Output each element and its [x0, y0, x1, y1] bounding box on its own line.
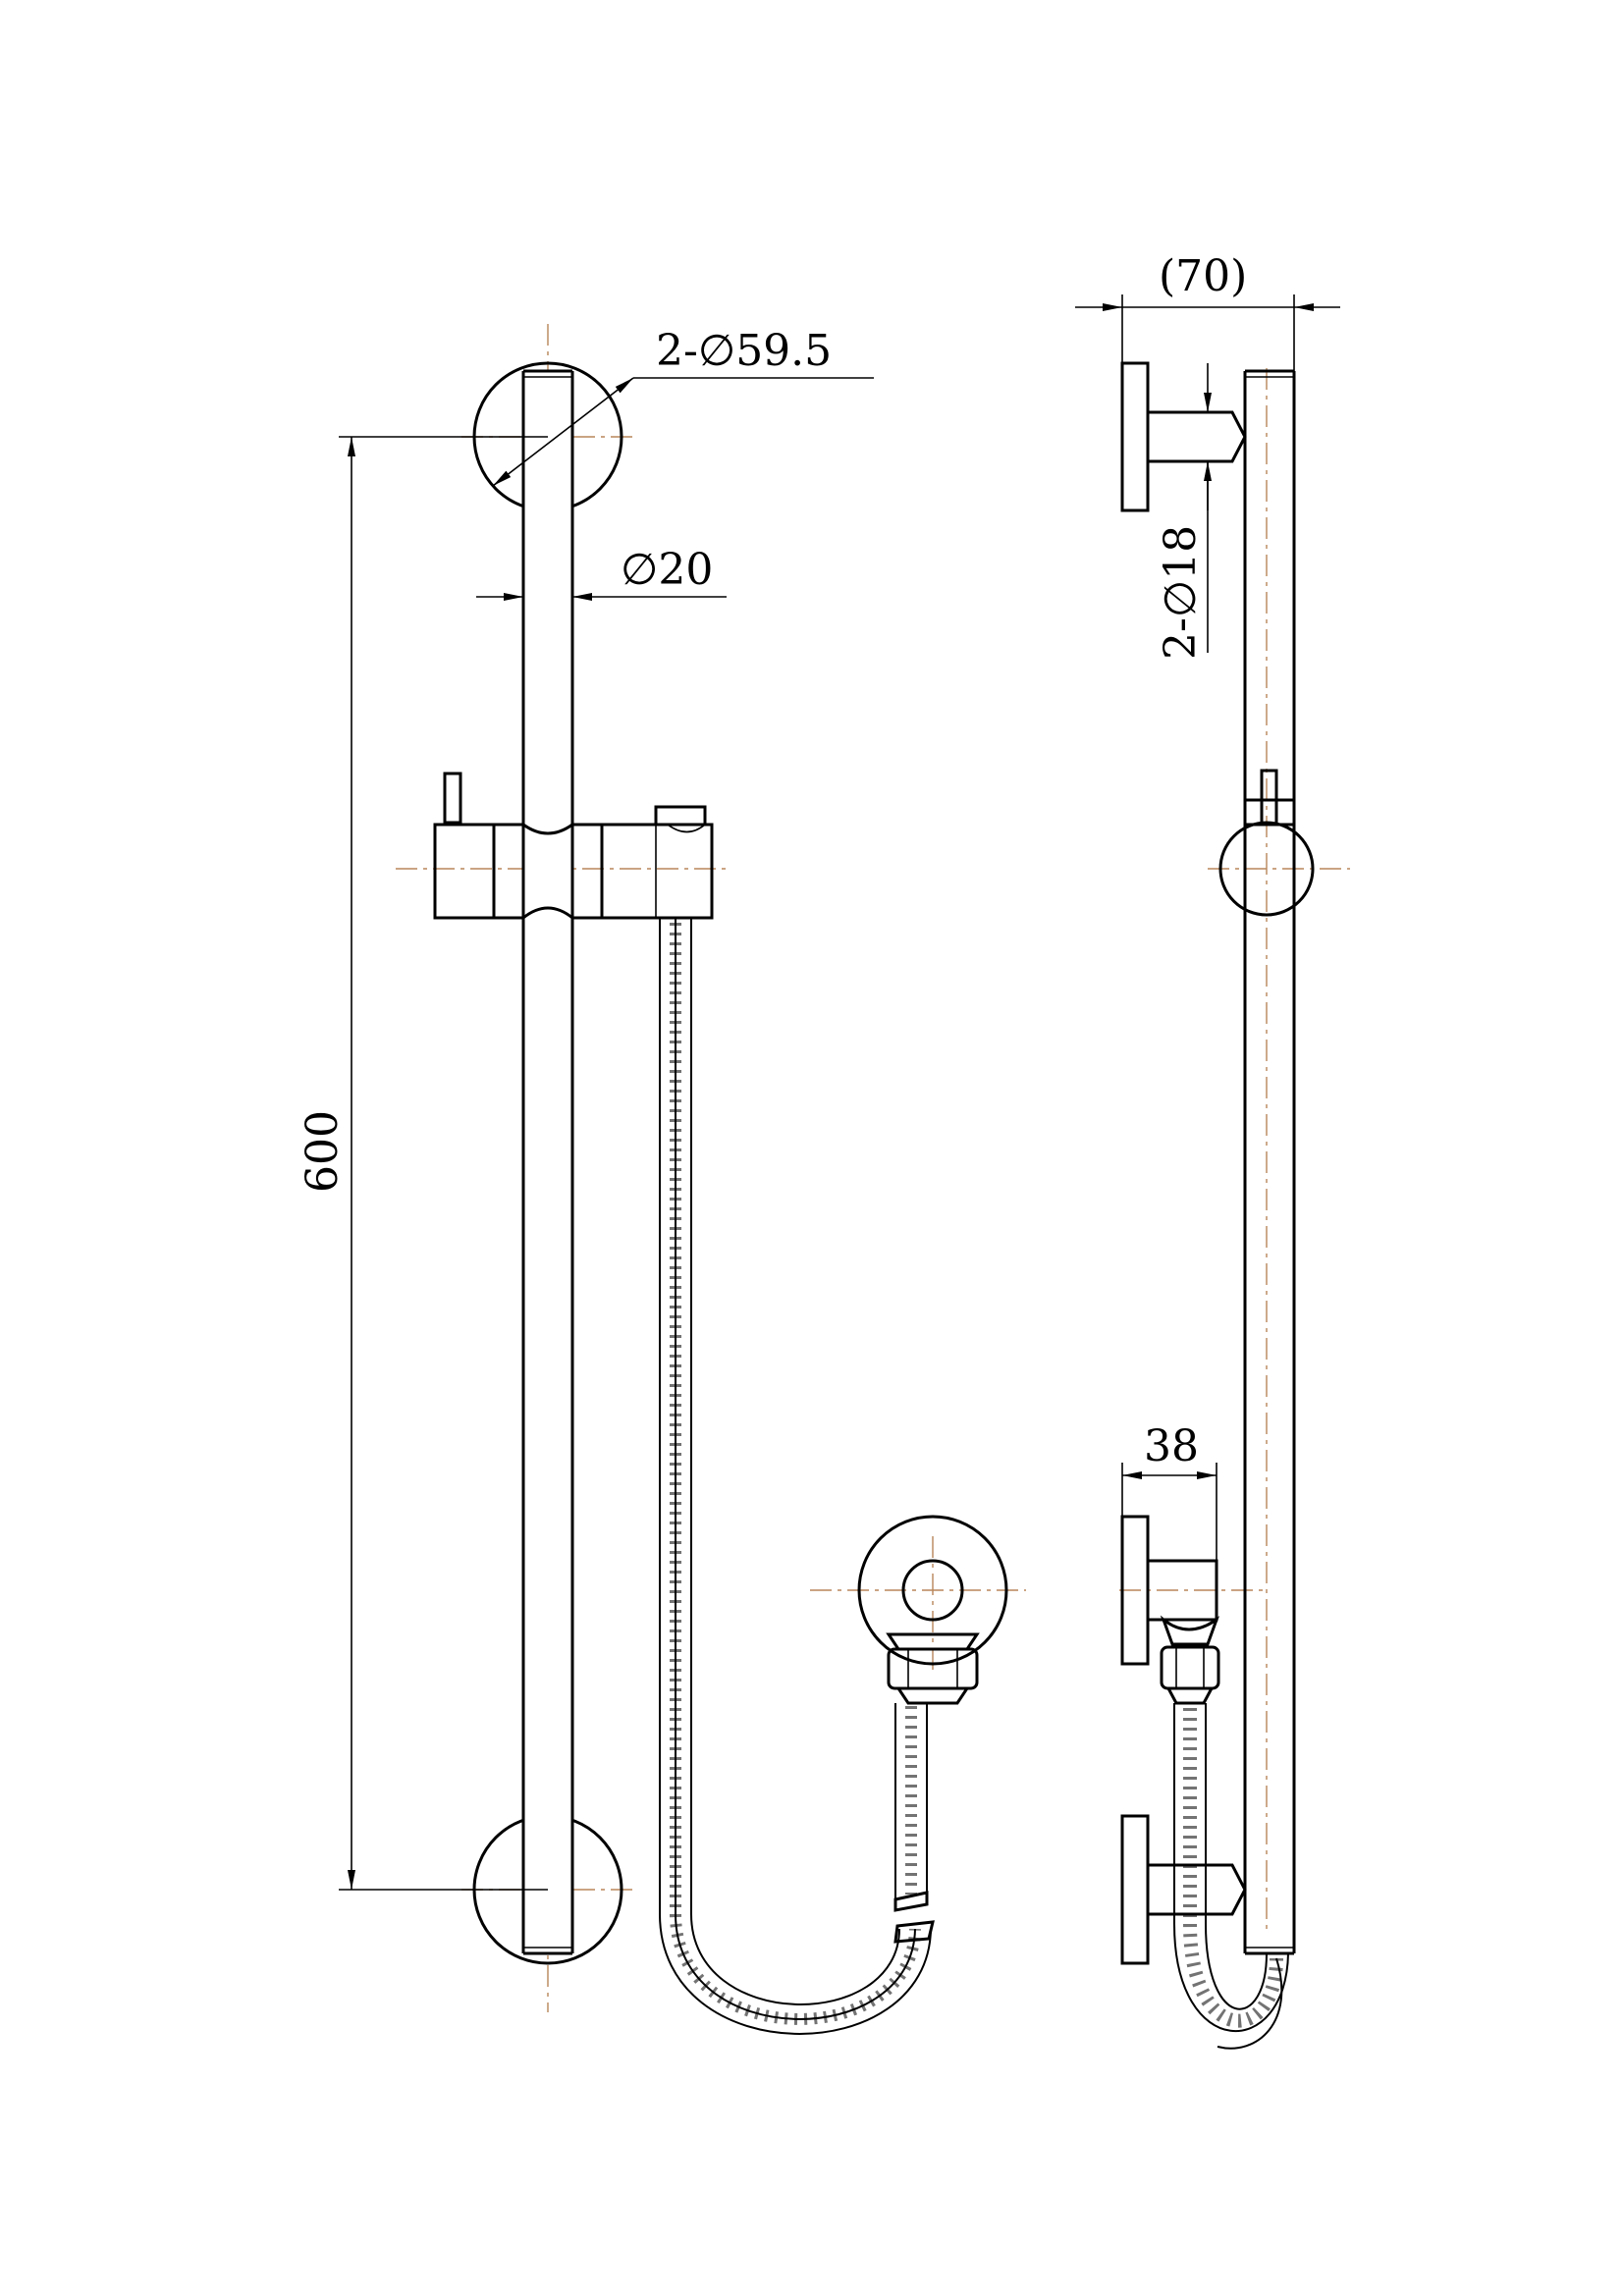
dim-rosette-diameter: 2-∅59.5 [492, 326, 874, 487]
side-view: (70) 2-∅18 38 [1075, 251, 1350, 2050]
side-rail [1243, 369, 1296, 1955]
dim-bracket-diameter: 2-∅18 [1156, 363, 1212, 660]
side-hose [1173, 1703, 1289, 2050]
side-bottom-bracket [1120, 1814, 1247, 1965]
side-centerlines [1119, 368, 1350, 1934]
side-wall-elbow [1120, 1515, 1220, 1705]
dim-elbow-projection: 38 [1121, 1421, 1217, 1561]
side-slider [1218, 769, 1315, 933]
dim-rail-diameter-text: ∅20 [621, 545, 713, 595]
shower-hose [659, 918, 935, 2035]
dim-rail-length: 600 [298, 436, 548, 1891]
front-view: 2-∅59.5 ∅20 600 [298, 324, 1026, 2035]
dim-rosette-diameter-text: 2-∅59.5 [656, 326, 832, 376]
side-top-bracket [1120, 361, 1247, 512]
dim-projection-total: (70) [1075, 251, 1340, 371]
dim-projection-total-text: (70) [1159, 251, 1247, 301]
dim-rail-diameter: ∅20 [476, 545, 727, 601]
dim-bracket-diameter-text: 2-∅18 [1156, 525, 1206, 660]
slide-rail [521, 369, 574, 1955]
dim-elbow-projection-text: 38 [1144, 1421, 1199, 1471]
dim-rail-length-text: 600 [298, 1110, 348, 1193]
wall-elbow [857, 1515, 1008, 1705]
slider-bracket [433, 772, 714, 920]
